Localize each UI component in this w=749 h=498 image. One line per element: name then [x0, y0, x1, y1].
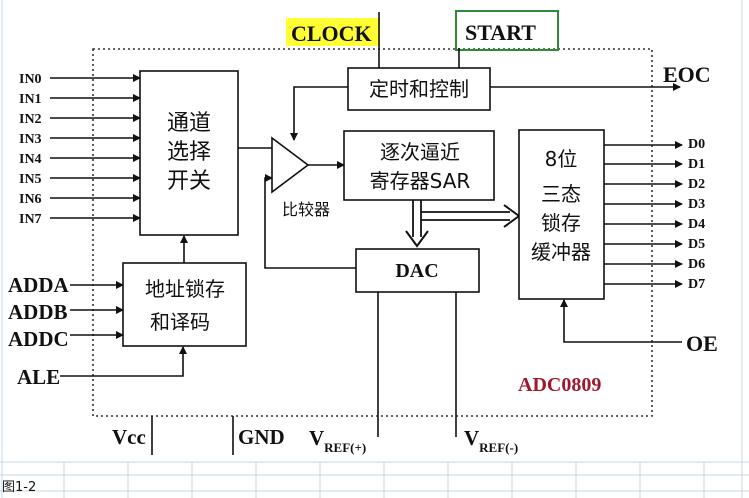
output-label-d3: D3 — [688, 197, 705, 212]
input-label-in2: IN2 — [19, 112, 42, 127]
address-latch-block — [122, 262, 247, 347]
latch-label-line-1: 地址锁存 — [145, 277, 225, 301]
mux-label-line-3: 开关 — [167, 169, 211, 194]
output-label-d6: D6 — [688, 257, 705, 272]
sar-to-latch-arrowhead — [503, 204, 521, 228]
mux-block — [139, 70, 239, 236]
sar-label-line-2: 寄存器SAR — [370, 169, 471, 193]
latch-label-line-2: 和译码 — [150, 310, 210, 334]
sar-block — [343, 130, 495, 201]
comparator-triangle — [271, 136, 310, 194]
adda-label: ADDA — [8, 273, 69, 297]
tristate-latch-block — [518, 129, 605, 300]
output-label-d1: D1 — [688, 157, 705, 172]
sar-to-dac-arrowhead — [405, 230, 429, 248]
dac-block — [355, 248, 480, 293]
mux-label-line-2: 选择 — [167, 140, 211, 165]
start-box — [455, 10, 559, 51]
vcc-label: Vcc — [112, 425, 146, 449]
oe-label: OE — [686, 331, 718, 356]
ale-line — [60, 346, 187, 377]
gnd-label: GND — [238, 425, 285, 449]
addb-label: ADDB — [8, 300, 68, 324]
eoc-label: EOC — [663, 62, 711, 87]
ale-label: ALE — [17, 365, 60, 389]
analog-inputs — [50, 74, 141, 222]
tristate-label-line-2: 三态 — [541, 182, 581, 206]
vref-plus-label: VREF(+) — [309, 426, 366, 455]
input-label-in6: IN6 — [19, 192, 42, 207]
timing-control-block — [347, 67, 491, 111]
output-label-d2: D2 — [688, 177, 705, 192]
input-label-in5: IN5 — [19, 172, 42, 187]
oe-line — [560, 299, 682, 343]
input-label-in0: IN0 — [19, 72, 42, 87]
addc-label: ADDC — [8, 327, 69, 351]
output-label-d5: D5 — [688, 237, 705, 252]
dac-label: DAC — [395, 260, 438, 282]
tristate-label-line-1: 8位 — [545, 147, 578, 171]
output-label-d7: D7 — [688, 277, 705, 292]
input-label-in7: IN7 — [19, 212, 42, 227]
clock-highlight — [286, 18, 380, 46]
chip-name-label: ADC0809 — [518, 374, 601, 396]
comparator-label: 比较器 — [282, 200, 330, 219]
mux-label-line-1: 通道 — [167, 111, 211, 136]
vref-minus-label: VREF(-) — [464, 426, 518, 455]
dac-feedback-line — [264, 174, 356, 269]
tristate-label-line-4: 缓冲器 — [531, 240, 591, 264]
input-label-in4: IN4 — [19, 152, 42, 167]
input-label-in3: IN3 — [19, 132, 42, 147]
input-label-in1: IN1 — [19, 92, 42, 107]
sar-label-line-1: 逐次逼近 — [380, 140, 460, 164]
figure-caption: 图1-2 — [2, 480, 37, 495]
output-label-d0: D0 — [688, 137, 705, 152]
timing-to-comparator-line — [290, 86, 348, 141]
tristate-label-line-3: 锁存 — [541, 211, 581, 235]
output-label-d4: D4 — [688, 217, 705, 232]
digital-outputs — [604, 141, 683, 288]
chip-outline — [92, 48, 653, 417]
timing-control-label: 定时和控制 — [369, 77, 469, 101]
clock-label: CLOCK — [291, 21, 372, 46]
start-label: START — [465, 20, 536, 45]
